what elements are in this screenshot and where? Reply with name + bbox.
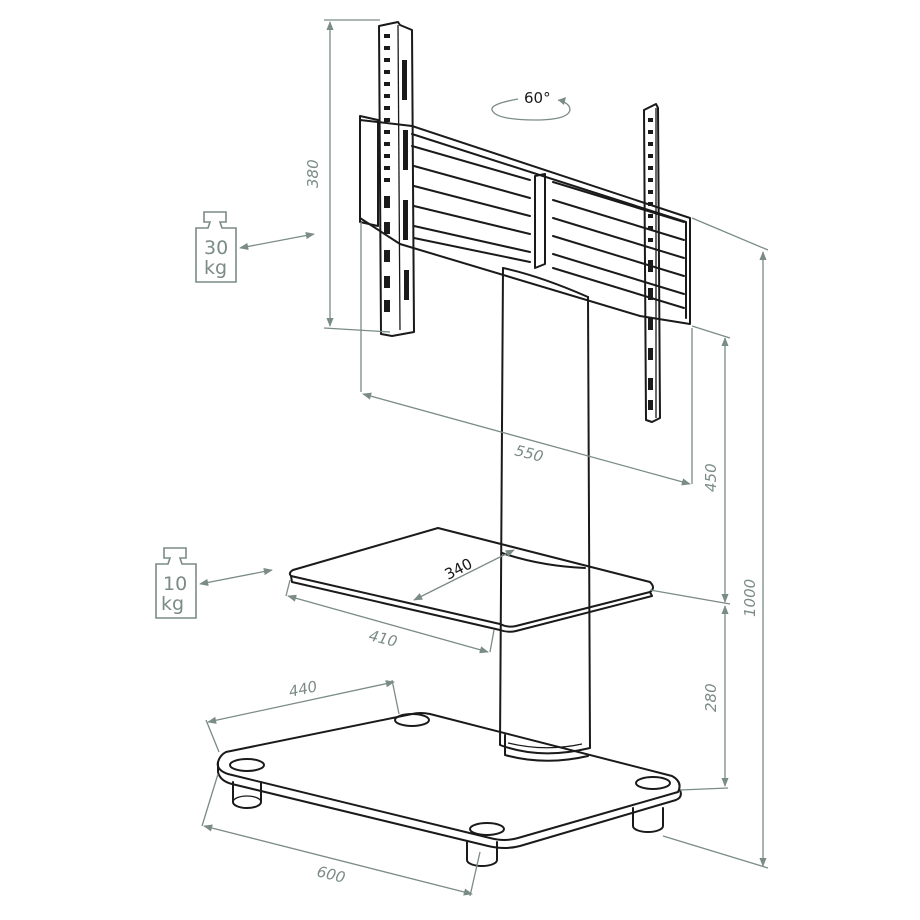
dimension-lines <box>201 19 769 897</box>
dimension-labels: 380 550 450 1000 340 410 440 600 280 <box>287 159 759 886</box>
dim-mount-height: 380 <box>304 159 322 188</box>
slats-left <box>411 145 531 263</box>
weight-icon-shelf: 10 kg <box>155 547 273 619</box>
weight-shelf-value: 10 <box>163 573 187 595</box>
dim-total-height: 1000 <box>741 579 759 617</box>
slats-right <box>552 181 685 309</box>
dim-base-width: 600 <box>315 862 347 886</box>
vesa-rail-right <box>643 103 661 423</box>
weight-shelf-unit: kg <box>161 593 184 615</box>
rotation-indicator: 60° <box>491 89 571 121</box>
weight-mount-value: 30 <box>204 237 228 259</box>
rotation-label: 60° <box>524 89 551 107</box>
glass-shelf <box>288 527 654 633</box>
dim-shelf-depth: 340 <box>442 555 476 584</box>
weight-mount-unit: kg <box>204 257 227 279</box>
foot-left <box>232 781 262 809</box>
dim-base-shelf-gap: 280 <box>702 683 720 712</box>
weight-icon-mount: 30 kg <box>195 211 315 283</box>
foot-front <box>466 841 498 867</box>
base-plate <box>216 712 682 867</box>
center-column <box>499 267 591 762</box>
dim-shelf-width: 410 <box>367 626 399 650</box>
foot-right <box>632 807 664 833</box>
vesa-rail-left <box>378 21 415 337</box>
dim-mount-width: 550 <box>513 441 545 465</box>
dim-shelf-top-gap: 450 <box>702 463 720 492</box>
tv-mount-bracket <box>359 21 691 423</box>
dim-base-depth: 440 <box>287 677 319 701</box>
